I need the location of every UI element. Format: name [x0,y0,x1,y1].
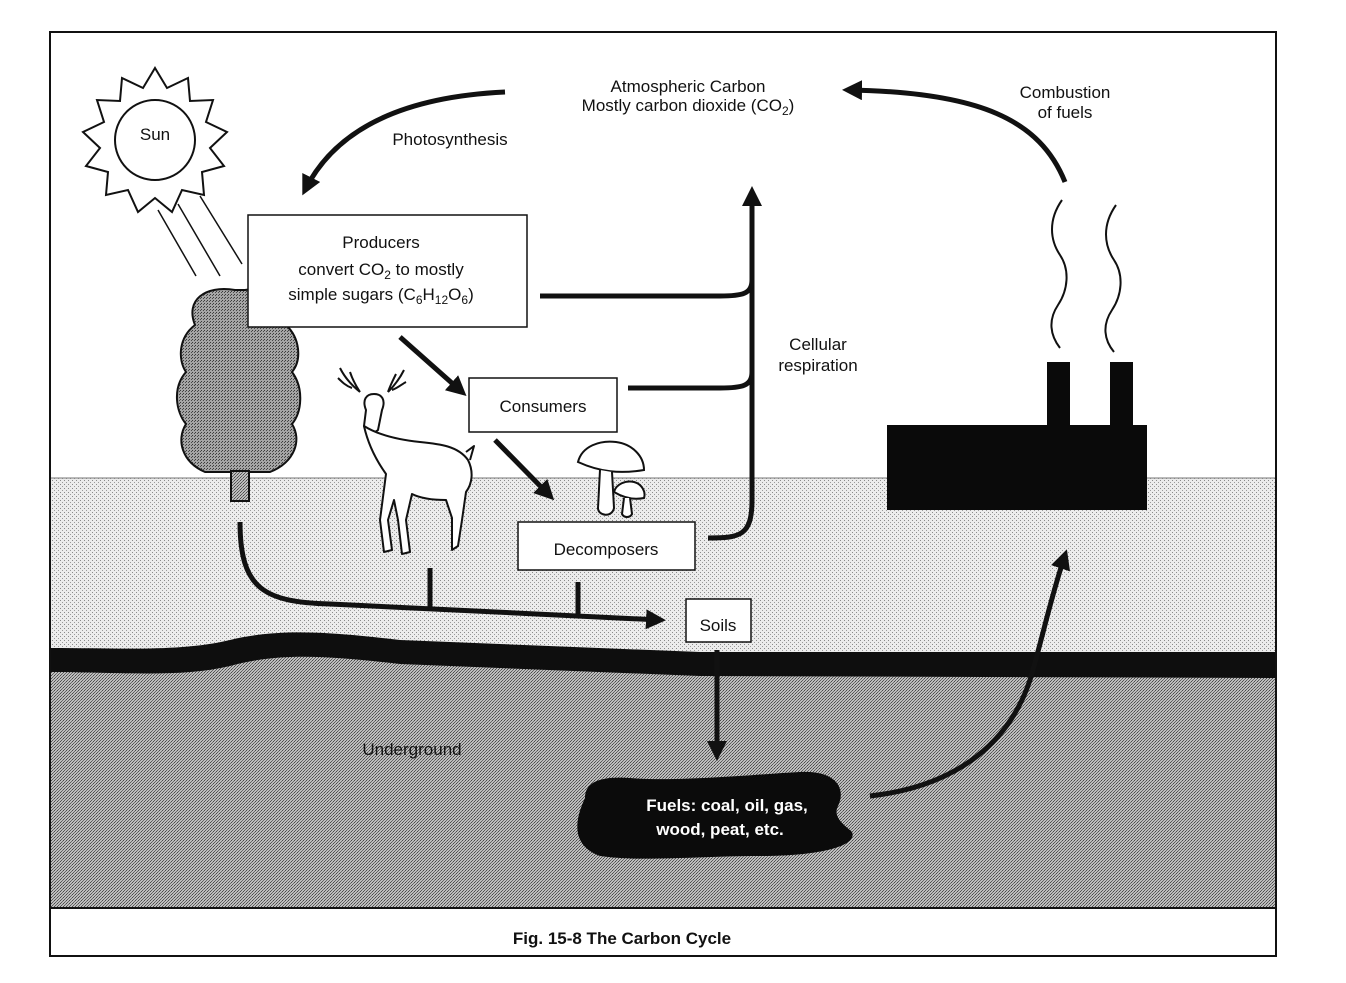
sun-label: Sun [140,125,170,144]
consumers-label: Consumers [500,397,587,416]
mushroom-icon [576,440,646,518]
factory-icon [887,362,1147,510]
decomposers-label: Decomposers [554,540,659,559]
photosynthesis-label: Photosynthesis [392,130,507,149]
decomposers-box [517,521,696,571]
figure-caption: Fig. 15-8 The Carbon Cycle [513,929,731,948]
to-soils-arrow [237,521,666,630]
producers-box [247,214,528,328]
atmosphere-label-line1: Atmospheric Carbon [611,77,766,96]
fuels-to-combustion-arrow [869,549,1071,799]
underground-label: Underground [362,740,461,759]
arrows [237,80,1071,799]
rock-band [51,632,1275,678]
photosynthesis-arrow [302,89,506,196]
atmosphere-label-line2: Mostly carbon dioxide (CO2) [582,96,795,118]
combustion-label-line2: of fuels [1038,103,1093,122]
respiration-arrow [707,186,762,541]
producers-label-line1: Producers [342,233,419,252]
combustion-arrow [842,80,1068,183]
producers-label-line3: simple sugars (C6H12O6) [288,285,473,307]
smoke-icon [1050,199,1122,353]
fuel-deposit [577,771,853,859]
fuels-label-line1: Fuels: coal, oil, gas, [646,796,808,815]
producers-label-line2: convert CO2 to mostly [298,260,464,282]
fuels-label-line2: wood, peat, etc. [655,820,784,839]
respiration-label-line2: respiration [778,356,857,375]
underground-layer [51,640,1275,908]
deer-icon [337,367,475,555]
sun-icon [81,66,229,214]
combustion-label-line1: Combustion [1020,83,1111,102]
consumers-box [468,377,618,433]
soils-box [685,598,752,643]
tree-icon [176,288,302,502]
sun-rays [157,195,243,277]
respiration-label-line1: Cellular [789,335,847,354]
soils-label: Soils [700,616,737,635]
producers-to-consumers-arrow [398,335,467,396]
consumers-to-decomposers-arrow [493,438,555,501]
